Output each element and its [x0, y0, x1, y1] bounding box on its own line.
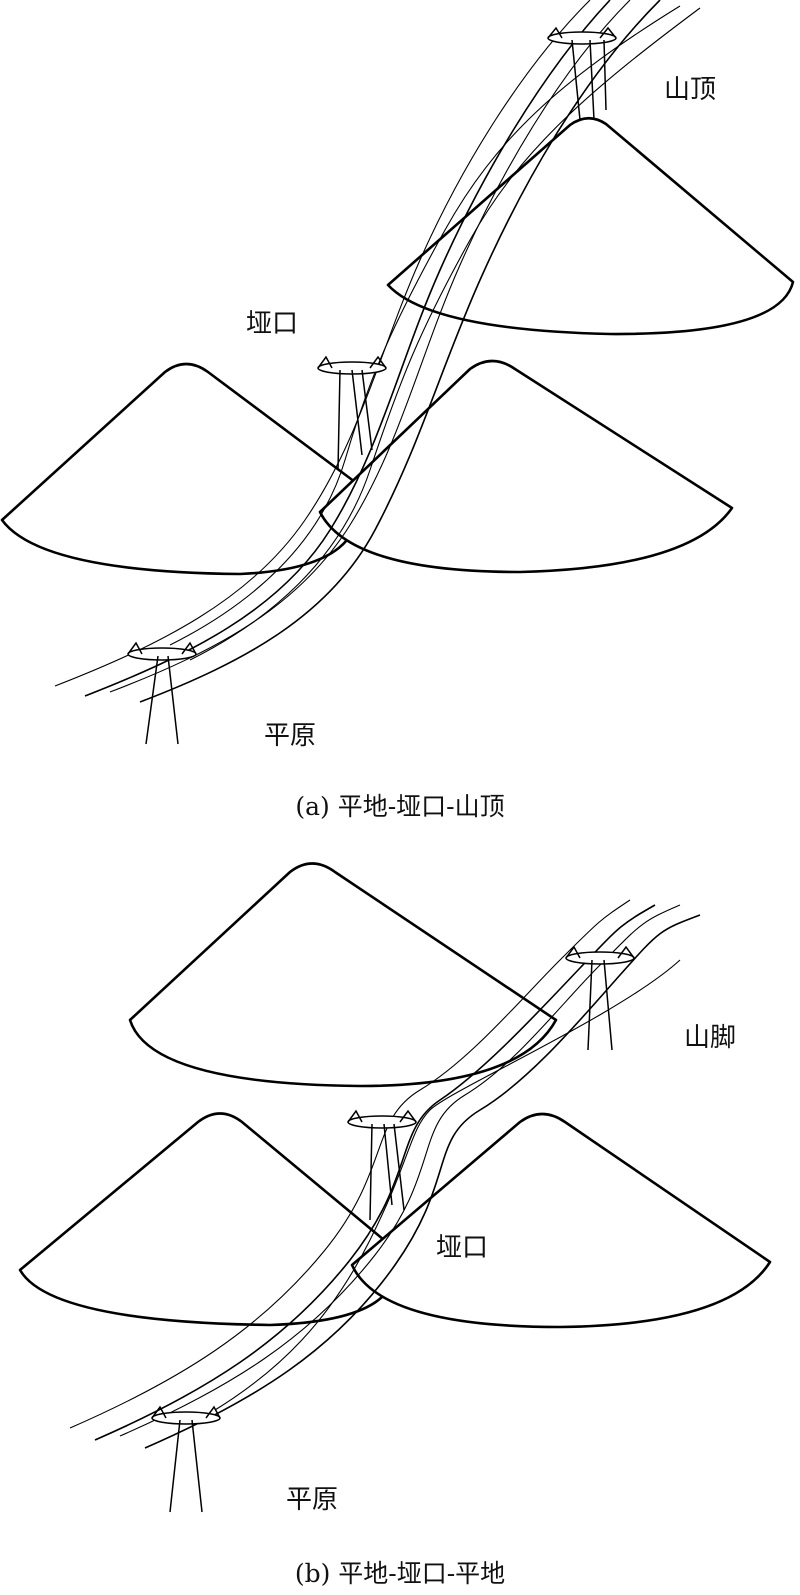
caption-a: (a) 平地-垭口-山顶	[295, 792, 504, 821]
label-saddle-a: 垭口	[246, 309, 298, 339]
mountain-saddle-left-b	[18, 1112, 397, 1327]
panel-a: 山顶 垭口 平原 (a) 平地-垭口-山顶	[0, 0, 795, 821]
label-summit: 山顶	[664, 75, 716, 105]
mountain-top-left	[128, 862, 558, 1088]
mountain-saddle-right-b	[350, 1112, 772, 1329]
tower-saddle-a	[317, 355, 387, 471]
mountain-summit	[386, 116, 795, 336]
tower-saddle-b	[347, 1109, 417, 1221]
panel-b: 山脚 垭口 平原 (b) 平地-垭口-平地	[18, 862, 772, 1588]
caption-b: (b) 平地-垭口-平地	[295, 1559, 505, 1588]
label-foot: 山脚	[684, 1023, 736, 1053]
transmission-lines-b	[69, 899, 701, 1449]
tower-plain-b	[151, 1405, 221, 1513]
mountain-saddle-right	[318, 359, 734, 574]
mountain-saddle-left	[0, 362, 361, 576]
tower-plain-a	[127, 641, 197, 745]
tower-summit-a	[547, 26, 617, 121]
tower-foot-b	[565, 945, 635, 1051]
label-plain-a: 平原	[264, 721, 316, 751]
transmission-lines-a	[54, 0, 701, 703]
label-saddle-b: 垭口	[436, 1233, 488, 1263]
label-plain-b: 平原	[286, 1485, 338, 1515]
